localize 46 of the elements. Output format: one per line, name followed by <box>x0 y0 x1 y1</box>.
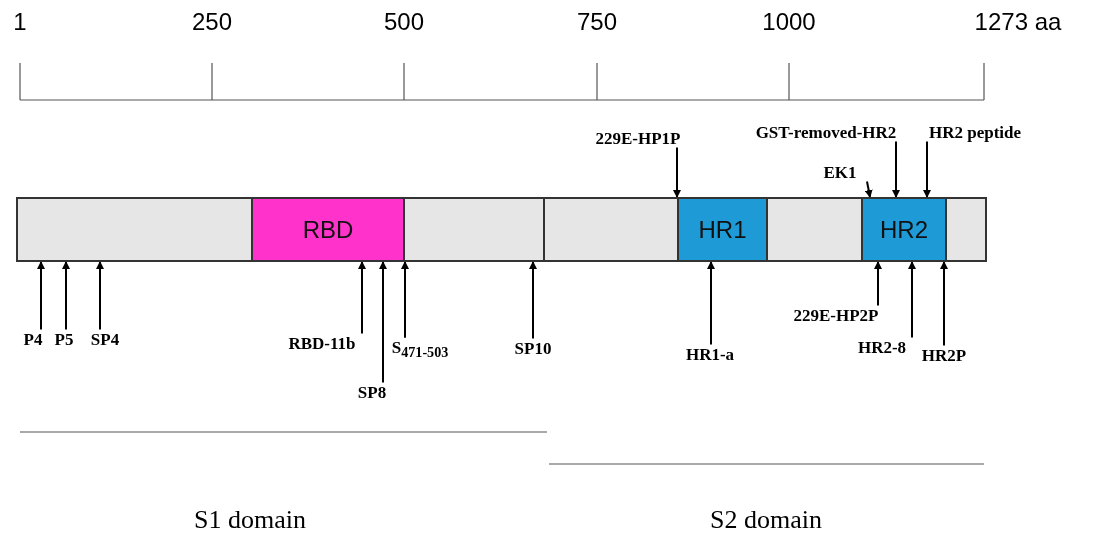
scale-number: 1273 aa <box>974 8 1062 36</box>
arrow <box>529 261 537 340</box>
peptide-label: SP10 <box>514 339 552 357</box>
scale-number: 1 <box>13 8 27 36</box>
arrow <box>940 261 948 347</box>
domain-segment: HR1 <box>677 197 768 262</box>
arrow <box>37 261 45 331</box>
arrow <box>401 261 409 339</box>
arrow <box>874 261 882 307</box>
arrow <box>864 180 873 198</box>
arrow <box>673 146 681 198</box>
arrow <box>62 261 70 331</box>
peptide-label: HR1-a <box>685 345 735 363</box>
arrow <box>379 261 387 384</box>
peptide-label: 229E-HP1P <box>595 129 681 147</box>
arrow <box>892 140 900 198</box>
domain-segment: HR2 <box>861 197 947 262</box>
arrow <box>96 261 104 331</box>
arrow <box>358 261 366 335</box>
protein-bar-segment <box>766 197 863 262</box>
peptide-label: HR2P <box>921 346 967 364</box>
peptide-label: SP4 <box>90 330 120 348</box>
peptide-label: HR2-8 <box>857 338 907 356</box>
domain-label: S2 domain <box>710 505 822 535</box>
arrow <box>707 261 715 346</box>
peptide-label: GST-removed-HR2 <box>755 123 897 141</box>
peptide-label: EK1 <box>823 163 857 181</box>
domain-label: S1 domain <box>194 505 306 535</box>
peptide-label: P5 <box>54 330 74 348</box>
scale-number: 500 <box>384 8 424 36</box>
arrow <box>923 140 931 198</box>
peptide-label: HR2 peptide <box>928 123 1022 141</box>
peptide-label: RBD-11b <box>288 334 356 352</box>
protein-bar-segment <box>16 197 253 262</box>
scale-number: 750 <box>577 8 617 36</box>
protein-bar-segment <box>543 197 679 262</box>
peptide-label: SP8 <box>357 383 387 401</box>
peptide-label: 229E-HP2P <box>793 306 879 324</box>
protein-bar-segment <box>945 197 987 262</box>
peptide-label: P4 <box>23 330 43 348</box>
protein-bar-segment <box>403 197 545 262</box>
peptide-label: S$_{471-503}$ <box>391 338 449 360</box>
scale-number: 1000 <box>762 8 816 36</box>
arrow <box>908 261 916 339</box>
scale-number: 250 <box>192 8 232 36</box>
domain-segment: RBD <box>251 197 405 262</box>
